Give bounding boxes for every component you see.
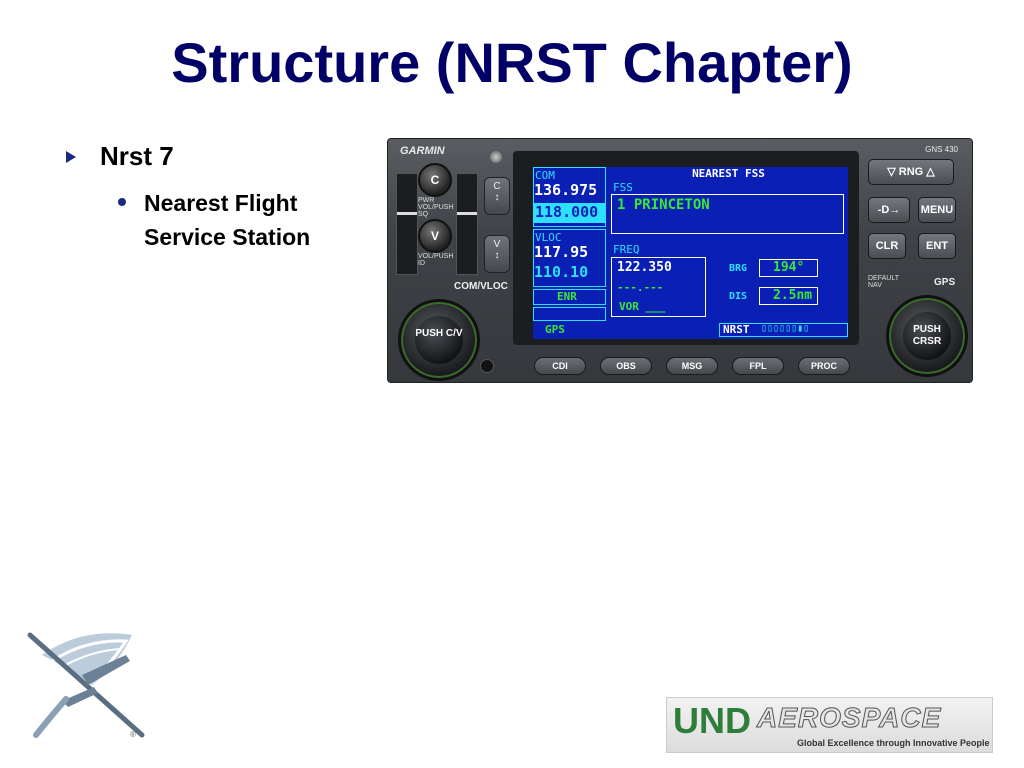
bullet-text: Nrst 7: [100, 141, 174, 171]
mic-hole-icon: [480, 359, 494, 373]
gps-annunciator: GPS: [545, 323, 565, 336]
push-crsr-knob-label: PUSH CRSR: [903, 312, 951, 360]
page-title: NEAREST FSS: [692, 167, 765, 180]
gps-knob-label: GPS: [934, 277, 956, 288]
cdi-button[interactable]: CDI: [534, 357, 586, 375]
com-standby-freq: 118.000: [535, 203, 599, 221]
brg-value: 194°: [773, 260, 805, 275]
com-flip-flop-button[interactable]: C↕: [484, 177, 510, 215]
com-volume-slot: [396, 173, 418, 275]
fss-label: FSS: [613, 181, 633, 194]
com-flip-label: C: [493, 181, 501, 192]
logo-tagline: Global Excellence through Innovative Peo…: [797, 738, 990, 748]
vloc-volume-knob[interactable]: V: [418, 219, 452, 253]
aircraft-logo-icon: ®: [27, 632, 145, 739]
clear-button[interactable]: CLR: [868, 233, 906, 259]
com-vloc-label: COM/VLOC: [454, 281, 508, 292]
vloc-flip-label: V: [493, 239, 501, 250]
range-label: RNG: [898, 166, 924, 178]
page-group-label: NRST: [723, 323, 750, 336]
bullet-level-1: Nrst 7: [66, 141, 174, 172]
com-vol-label: PWR VOL/PUSH SQ: [418, 197, 454, 218]
enter-button[interactable]: ENT: [918, 233, 956, 259]
left-large-knob[interactable]: PUSH C/V: [398, 299, 480, 381]
range-down-icon: ▽: [887, 166, 896, 178]
range-up-icon: △: [926, 166, 935, 178]
freq-label: FREQ: [613, 243, 640, 256]
dot-bullet-icon: [118, 198, 126, 206]
vloc-volume-slot: [456, 173, 478, 275]
freq-value: 122.350: [617, 260, 672, 275]
gns-display: COM 136.975 118.000 VLOC 117.95 110.10 E…: [533, 167, 848, 339]
registered-mark: ®: [130, 730, 136, 739]
msg-button[interactable]: MSG: [666, 357, 718, 375]
proc-button[interactable]: PROC: [798, 357, 850, 375]
vloc-active-freq: 117.95: [534, 243, 589, 261]
aerospace-wordmark: AEROSPACE: [756, 702, 942, 734]
slide-title: Structure (NRST Chapter): [171, 31, 853, 94]
swap-arrows-icon: ↕: [494, 192, 500, 203]
gns430-unit-image: GARMIN GNS 430 C PWR VOL/PUSH SQ V VOL/P…: [387, 138, 973, 383]
photocell-icon: [490, 151, 502, 163]
direct-to-button[interactable]: -D→: [868, 197, 910, 223]
obs-button[interactable]: OBS: [600, 357, 652, 375]
menu-button[interactable]: MENU: [918, 197, 956, 223]
enr-annunciator: ENR: [557, 290, 577, 303]
brg-label: BRG: [729, 263, 748, 274]
arrow-bullet-icon: [66, 151, 76, 163]
bullet-level-2: Nearest Flight Service Station: [118, 186, 384, 254]
dis-label: DIS: [729, 291, 748, 302]
fss-name: 1 PRINCETON: [617, 197, 710, 213]
und-wordmark: UND: [673, 700, 751, 741]
garmin-brand: GARMIN: [400, 145, 445, 157]
right-large-knob[interactable]: PUSH CRSR: [886, 295, 968, 377]
page-indicator: ▯▯▯▯▯▯▮▯: [761, 323, 810, 334]
sub-bullet-text: Nearest Flight Service Station: [144, 190, 311, 250]
vloc-vol-label: VOL/PUSH ID: [418, 253, 454, 267]
und-aerospace-logo: UND AEROSPACE Global Excellence through …: [666, 697, 993, 753]
swap-arrows-icon: ↕: [494, 250, 500, 261]
com-label: COM: [535, 169, 555, 182]
fpl-button[interactable]: FPL: [732, 357, 784, 375]
com-volume-knob[interactable]: C: [418, 163, 452, 197]
dis-value: 2.5nm: [773, 288, 813, 303]
default-nav-label: DEFAULT NAV: [868, 275, 899, 289]
freq-blank: ---.---: [617, 281, 664, 294]
model-label: GNS 430: [925, 145, 958, 154]
vloc-standby-freq: 110.10: [534, 263, 589, 281]
vloc-label: VLOC: [535, 231, 562, 244]
com-active-freq: 136.975: [534, 181, 598, 199]
range-button[interactable]: ▽ RNG △: [868, 159, 954, 185]
vor-value: VOR ___: [619, 300, 666, 313]
vloc-flip-flop-button[interactable]: V↕: [484, 235, 510, 273]
push-cv-knob-label: PUSH C/V: [415, 316, 463, 364]
